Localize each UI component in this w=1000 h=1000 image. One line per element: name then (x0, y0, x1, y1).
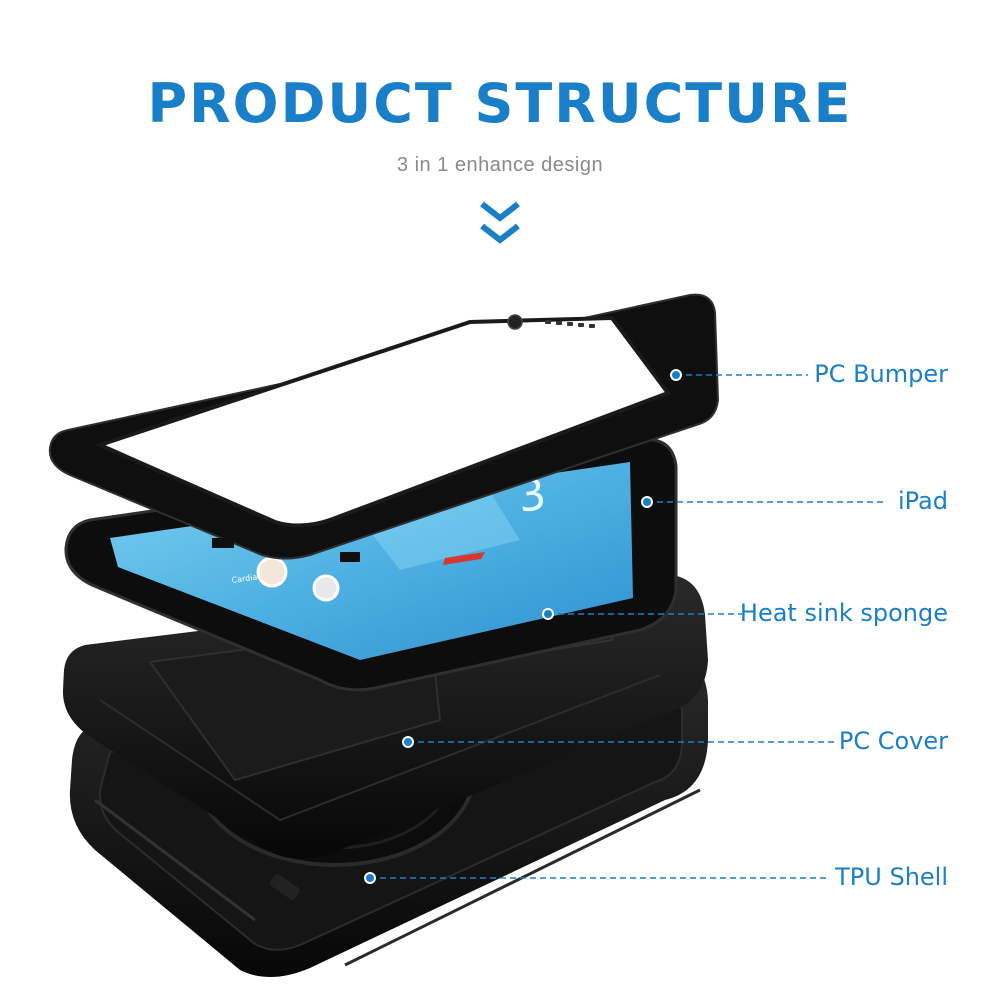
screen-avatar (256, 556, 288, 588)
callout-heat-sink-dot (542, 608, 554, 620)
callout-ipad-dot (641, 496, 653, 508)
label-pc-bumper: PC Bumper (814, 360, 948, 388)
screen-avatar (312, 574, 340, 602)
page-title: PRODUCT STRUCTURE (147, 72, 853, 135)
double-chevron-down-icon (480, 201, 520, 244)
callout-pc-bumper-dot (670, 369, 682, 381)
page-subtitle: 3 in 1 enhance design (396, 154, 604, 176)
screen-app-label: Cardia (231, 572, 258, 585)
label-tpu-shell: TPU Shell (835, 863, 948, 891)
pc-bumper (48, 293, 720, 562)
label-heat-sink-sponge: Heat sink sponge (739, 599, 948, 627)
label-ipad: iPad (897, 487, 948, 515)
label-pc-cover: PC Cover (838, 727, 948, 755)
callout-tpu-shell-dot (364, 872, 376, 884)
callout-pc-cover-dot (402, 736, 414, 748)
